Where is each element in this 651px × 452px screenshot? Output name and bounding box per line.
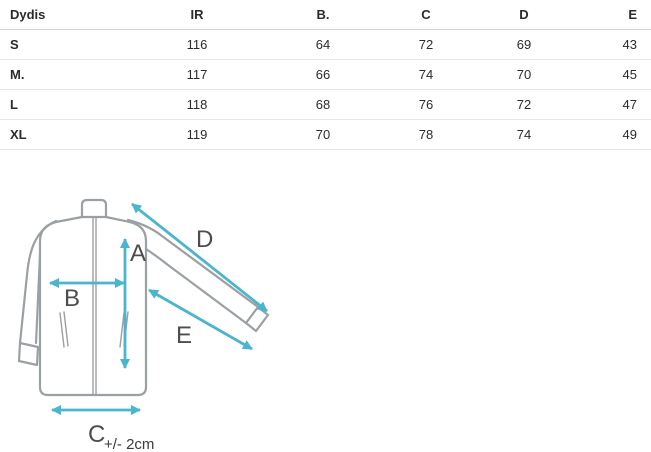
size-value-cell: 72 (470, 89, 578, 120)
measure-label-b: B (64, 285, 80, 312)
garment-measurement-diagram: A B C D E +/- 2cm (6, 193, 306, 452)
size-value-cell: 47 (578, 89, 651, 120)
size-value-cell: 70 (264, 119, 382, 150)
measure-label-a: A (130, 240, 146, 267)
table-row-l: L 118 68 76 72 47 (0, 89, 651, 120)
table-row-m: M. 117 66 74 70 45 (0, 59, 651, 90)
tolerance-note: +/- 2cm (104, 436, 154, 452)
jacket-zipper (92, 216, 97, 396)
size-value-cell: 117 (130, 59, 264, 90)
measure-label-c: C (88, 421, 105, 448)
size-value-cell: 69 (470, 29, 578, 60)
column-header-size: Dydis (0, 0, 130, 30)
size-value-cell: 119 (130, 119, 264, 150)
measure-label-e: E (176, 322, 192, 349)
jacket-left-sleeve (17, 219, 58, 367)
size-value-cell: 45 (578, 59, 651, 90)
size-value-cell: 72 (382, 29, 470, 60)
size-row-label: M. (0, 59, 130, 90)
size-value-cell: 76 (382, 89, 470, 120)
measure-labels: A B C D E (64, 226, 213, 448)
table-row-xl: XL 119 70 78 74 49 (0, 119, 651, 150)
size-value-cell: 118 (130, 89, 264, 120)
jacket-collar (80, 198, 108, 219)
size-value-cell: 43 (578, 29, 651, 60)
size-value-cell: 116 (130, 29, 264, 60)
measure-arrow-d (131, 202, 268, 313)
size-value-cell: 64 (264, 29, 382, 60)
size-value-cell: 49 (578, 119, 651, 150)
measurement-arrows (49, 202, 268, 415)
size-value-cell: 74 (470, 119, 578, 150)
size-value-cell: 70 (470, 59, 578, 90)
measure-label-d: D (196, 226, 213, 253)
column-header-ir: IR (130, 0, 264, 30)
size-row-label: L (0, 89, 130, 120)
jacket-outline (17, 198, 270, 397)
column-header-d: D (470, 0, 578, 30)
column-header-b: B. (264, 0, 382, 30)
table-row-s: S 116 64 72 69 43 (0, 29, 651, 60)
size-row-label: XL (0, 119, 130, 150)
measure-arrow-e (148, 288, 253, 351)
jacket-pockets (59, 311, 129, 348)
size-value-cell: 68 (264, 89, 382, 120)
column-header-c: C (382, 0, 470, 30)
size-table-header-row: Dydis IR B. C D E (0, 0, 651, 30)
size-value-cell: 78 (382, 119, 470, 150)
size-row-label: S (0, 29, 130, 60)
size-value-cell: 74 (382, 59, 470, 90)
size-table: Dydis IR B. C D E S 116 64 72 69 43 M. 1… (0, 0, 651, 150)
size-value-cell: 66 (264, 59, 382, 90)
column-header-e: E (578, 0, 651, 30)
